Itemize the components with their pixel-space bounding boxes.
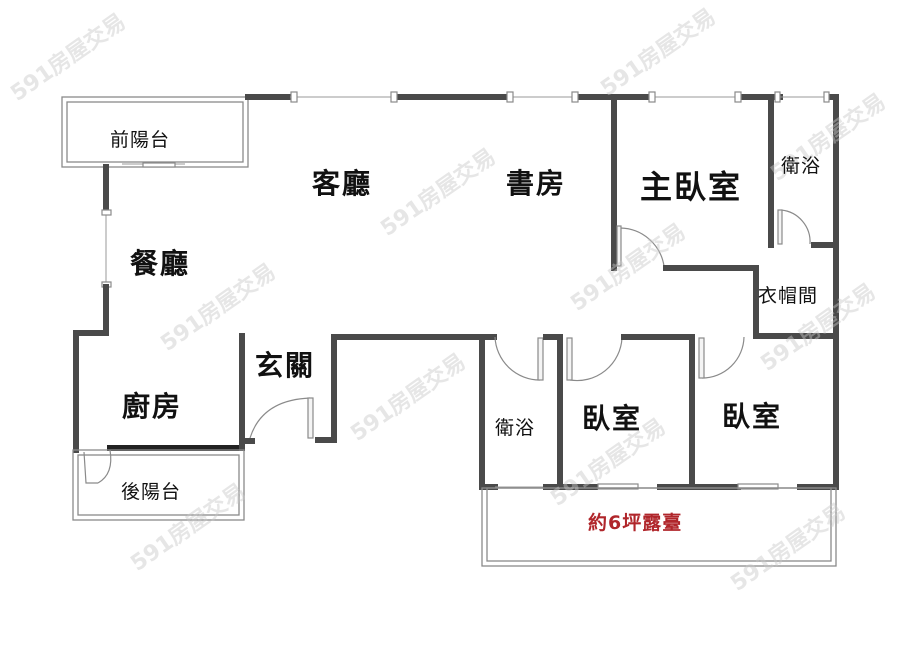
front-balcony-outline	[61, 96, 249, 168]
terrace-top-wall	[479, 483, 839, 490]
dining-left-wall	[73, 164, 112, 453]
entrance-walls	[243, 334, 497, 444]
rear-balcony-outline	[72, 449, 245, 521]
terrace-outline	[481, 487, 837, 567]
room-label-walk-in-closet: 衣帽間	[758, 285, 819, 307]
room-label-master-bedroom: 主臥室	[640, 168, 743, 206]
room-label-bedroom-2: 臥室	[722, 400, 783, 433]
room-label-kitchen: 廚房	[122, 390, 183, 423]
room-label-master-bathroom: 衛浴	[781, 155, 822, 177]
room-label-front-balcony: 前陽台	[110, 129, 171, 151]
kitchen-walls	[107, 333, 245, 451]
room-label-terrace: 約6坪露臺	[588, 512, 683, 534]
top-exterior-wall	[245, 91, 839, 103]
master-bathroom-walls	[768, 94, 839, 248]
room-label-rear-balcony: 後陽台	[121, 481, 182, 503]
bedroom1-walls	[566, 334, 695, 490]
room-label-dining-room: 餐廳	[130, 247, 191, 280]
master-bedroom-walls	[611, 94, 759, 337]
room-label-study: 書房	[506, 167, 567, 200]
bedroom2-walls	[698, 336, 745, 379]
room-label-bedroom-1: 臥室	[582, 402, 643, 435]
room-label-bathroom: 衛浴	[495, 417, 536, 439]
room-label-living-room: 客廳	[312, 167, 373, 200]
room-label-entrance: 玄關	[255, 349, 316, 382]
lower-bathroom-walls	[479, 334, 563, 490]
